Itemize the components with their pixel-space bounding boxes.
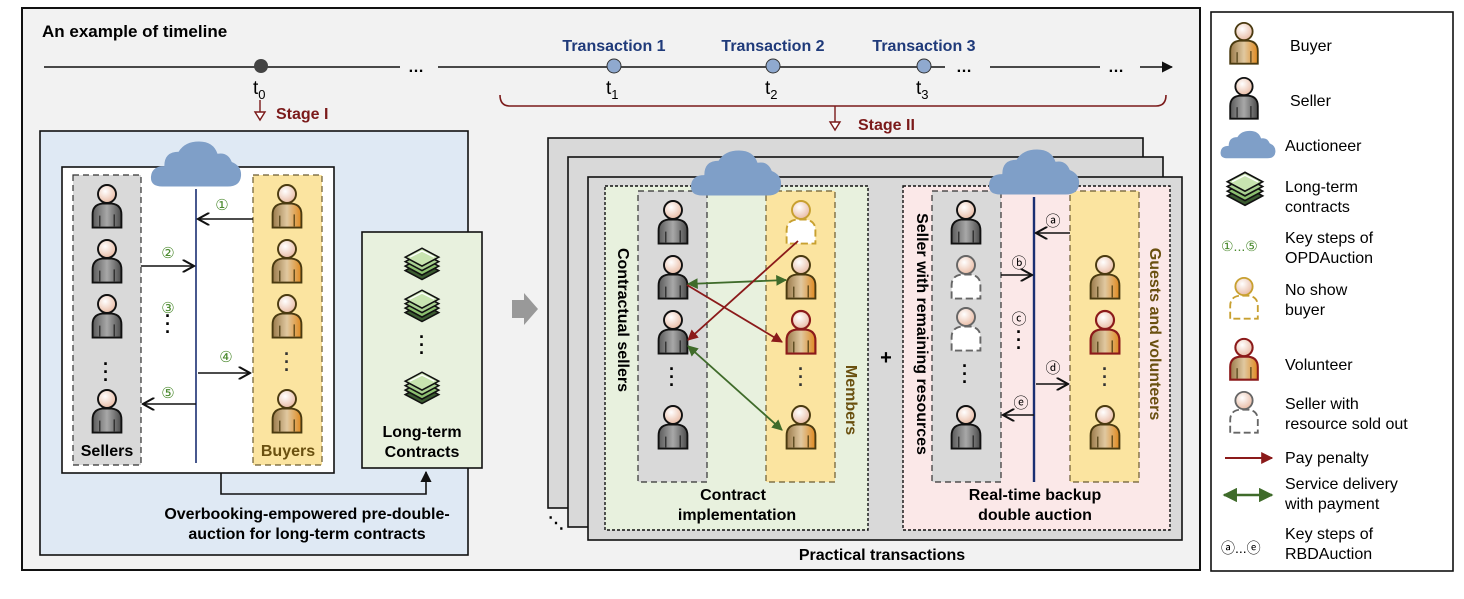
timeline-node-t0 — [254, 59, 268, 73]
pay-penalty-arrow — [687, 240, 799, 341]
transaction-label: Transaction 3 — [872, 38, 975, 55]
timeline-ellipsis: … — [1108, 59, 1124, 76]
legend-item: Seller with resource sold out — [1229, 390, 1408, 434]
legend-item: No show buyer — [1229, 276, 1348, 320]
legend-label: Key steps of — [1285, 230, 1374, 247]
rbd-steps-icon: ⓐ...ⓔ — [1221, 540, 1261, 556]
ellipsis-vertical: ··· — [962, 356, 968, 392]
panels-ellipsis: ⋱ — [548, 515, 564, 532]
legend-label: No show — [1285, 282, 1348, 299]
timeline-label: t2 — [765, 78, 778, 102]
ellipsis-vertical: ··· — [1102, 359, 1108, 395]
legend-label: RBDAuction — [1285, 546, 1372, 563]
contracts-label: Contracts — [385, 444, 460, 461]
stage1-caption: auction for long-term contracts — [188, 526, 425, 543]
stage2-arrow-head — [828, 121, 842, 132]
contracts-label: Long-term — [382, 424, 461, 441]
transaction-label: Transaction 2 — [721, 38, 824, 55]
timeline-label: t0 — [253, 78, 266, 102]
legend-item: Long-term contracts — [1226, 171, 1358, 216]
stage2-label: Stage II — [858, 117, 915, 134]
backup-auction-caption: double auction — [978, 507, 1092, 524]
contracts-flow-arrow — [220, 470, 432, 495]
legend-label: Pay penalty — [1285, 450, 1369, 467]
ellipsis-vertical: ··· — [103, 354, 109, 390]
step-marker: ⓔ — [1013, 395, 1028, 412]
legend-label: resource sold out — [1285, 416, 1408, 433]
legend-item: Auctioneer — [1220, 130, 1362, 159]
timeline-label: t1 — [606, 78, 619, 102]
legend-label: Service delivery — [1285, 476, 1398, 493]
legend-item: ⓐ...ⓔ Key steps of RBDAuction — [1221, 526, 1374, 563]
step-marker: ④ — [219, 349, 232, 366]
timeline-ellipsis: … — [956, 59, 972, 76]
legend-label: contracts — [1285, 199, 1350, 216]
legend-label: Seller with — [1285, 396, 1359, 413]
timeline-ellipsis: … — [408, 59, 424, 76]
step-marker: ⓓ — [1045, 360, 1060, 377]
legend-item: Seller — [1229, 76, 1332, 120]
legend-item: Volunteer — [1229, 337, 1353, 381]
timeline-node-t2 — [765, 58, 781, 74]
contractual-sellers-label: Contractual sellers — [614, 248, 631, 392]
stage-transition-arrow — [512, 293, 538, 325]
legend-item: Service delivery with payment — [1222, 476, 1398, 513]
legend-item: Buyer — [1229, 21, 1332, 65]
legend-label: Long-term — [1285, 179, 1358, 196]
ellipsis-vertical: ··· — [284, 344, 290, 380]
ellipsis-vertical: ··· — [669, 359, 675, 395]
legend-label: Buyer — [1290, 38, 1332, 55]
step-marker: ⑤ — [161, 385, 174, 402]
legend-label: Key steps of — [1285, 526, 1374, 543]
legend-label: OPDAuction — [1285, 250, 1373, 267]
pay-penalty-arrow — [686, 284, 783, 343]
service-delivery-arrow — [687, 345, 783, 431]
ellipsis-vertical: ··· — [1016, 322, 1022, 358]
step-marker: ② — [161, 245, 174, 262]
backup-auction-caption: Real-time backup — [969, 487, 1102, 504]
legend-item: ①...⑤ Key steps of OPDAuction — [1221, 230, 1374, 267]
legend-label: Seller — [1290, 93, 1332, 110]
ellipsis-vertical: ··· — [798, 359, 804, 395]
remaining-sellers-label: Seller with remaining resources — [913, 213, 930, 455]
guests-volunteers-label: Guests and volunteers — [1146, 248, 1163, 421]
contract-implementation-caption: implementation — [678, 507, 796, 524]
practical-transactions-caption: Practical transactions — [799, 547, 965, 564]
step-marker: ⓐ — [1045, 213, 1060, 230]
opd-steps-icon: ①...⑤ — [1221, 238, 1258, 254]
contract-implementation-caption: Contract — [700, 487, 766, 504]
timeline-label: t3 — [916, 78, 929, 102]
legend-label: Volunteer — [1285, 357, 1353, 374]
legend-label: buyer — [1285, 302, 1326, 319]
service-delivery-arrow — [686, 275, 788, 289]
ellipsis-vertical: ··· — [165, 306, 171, 342]
step-marker: ⓒ — [1011, 311, 1026, 328]
step-marker: ③ — [161, 300, 174, 317]
timeline-node-t1 — [606, 58, 622, 74]
ellipsis-vertical: ··· — [419, 327, 425, 363]
legend-label: with payment — [1284, 496, 1380, 513]
sellers-label: Sellers — [81, 443, 134, 460]
stage1-caption: Overbooking-empowered pre-double- — [164, 506, 449, 523]
legend-label: Auctioneer — [1285, 138, 1362, 155]
step-marker: ① — [215, 197, 228, 214]
stage1-label: Stage I — [276, 106, 328, 123]
timeline-title: An example of timeline — [42, 22, 227, 41]
stage1-arrow-head — [253, 111, 267, 122]
plus-sign: + — [880, 347, 892, 369]
legend-item: Pay penalty — [1225, 450, 1369, 467]
stage2-bracket — [499, 94, 1167, 107]
transaction-label: Transaction 1 — [562, 38, 665, 55]
timeline-node-t3 — [916, 58, 932, 74]
buyers-label: Buyers — [261, 443, 315, 460]
members-label: Members — [842, 365, 859, 435]
step-marker: ⓑ — [1011, 255, 1026, 272]
